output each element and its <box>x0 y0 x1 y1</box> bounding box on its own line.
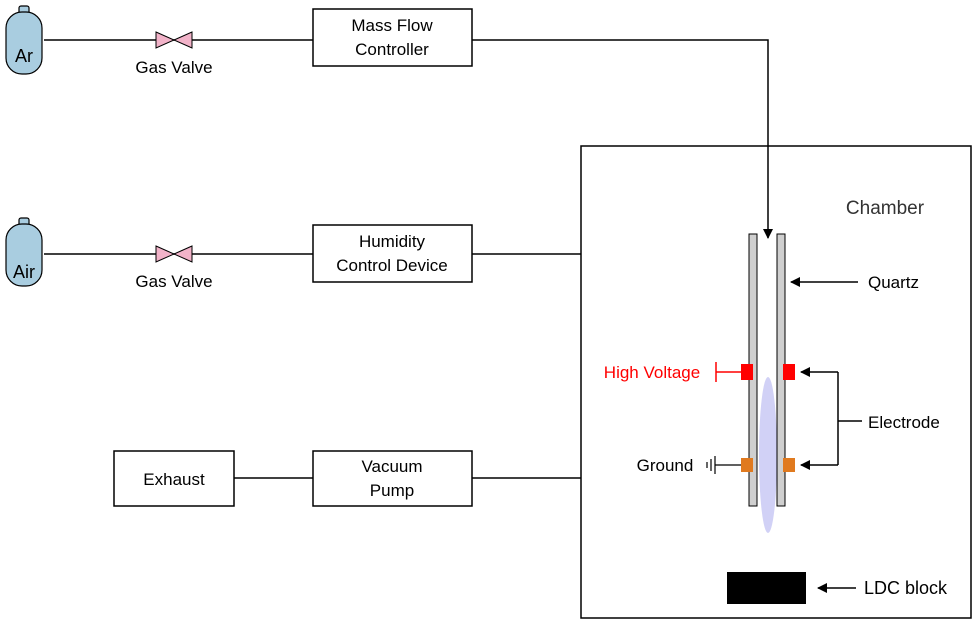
humidity-label-line1: Humidity <box>359 232 426 251</box>
chamber: Chamber <box>580 145 972 619</box>
ldc-block <box>727 572 806 604</box>
mfc-label-line1: Mass Flow <box>351 16 433 35</box>
exhaust-label: Exhaust <box>143 470 205 489</box>
ar-gas-valve: Gas Valve <box>135 31 213 77</box>
ar-gas-valve-label: Gas Valve <box>135 58 212 77</box>
ldc-block-label: LDC block <box>864 578 948 598</box>
ar-cylinder-label: Ar <box>15 46 33 66</box>
plasma-plume <box>759 377 777 533</box>
ground-label: Ground <box>637 456 694 475</box>
vacuum-pump-box: Vacuum Pump <box>312 450 473 507</box>
high-voltage-label: High Voltage <box>604 363 700 382</box>
vacuum-label-line2: Pump <box>370 481 414 500</box>
air-cylinder: Air <box>5 217 43 287</box>
mfc-label-line2: Controller <box>355 40 429 59</box>
air-gas-valve: Gas Valve <box>135 245 213 291</box>
air-gas-valve-label: Gas Valve <box>135 272 212 291</box>
humidity-control-device-box: Humidity Control Device <box>312 224 473 283</box>
humidity-label-line2: Control Device <box>336 256 448 275</box>
high-voltage-electrode <box>715 362 795 382</box>
electrode-pointer <box>800 367 862 470</box>
air-cylinder-label: Air <box>13 262 35 282</box>
ground-electrode <box>706 456 795 474</box>
mass-flow-controller-box: Mass Flow Controller <box>312 8 473 67</box>
electrode-label: Electrode <box>868 413 940 432</box>
vacuum-label-line1: Vacuum <box>361 457 422 476</box>
ar-cylinder: Ar <box>5 5 43 75</box>
exhaust-box: Exhaust <box>113 450 235 507</box>
chamber-title: Chamber <box>846 198 925 219</box>
quartz-label: Quartz <box>868 273 919 292</box>
